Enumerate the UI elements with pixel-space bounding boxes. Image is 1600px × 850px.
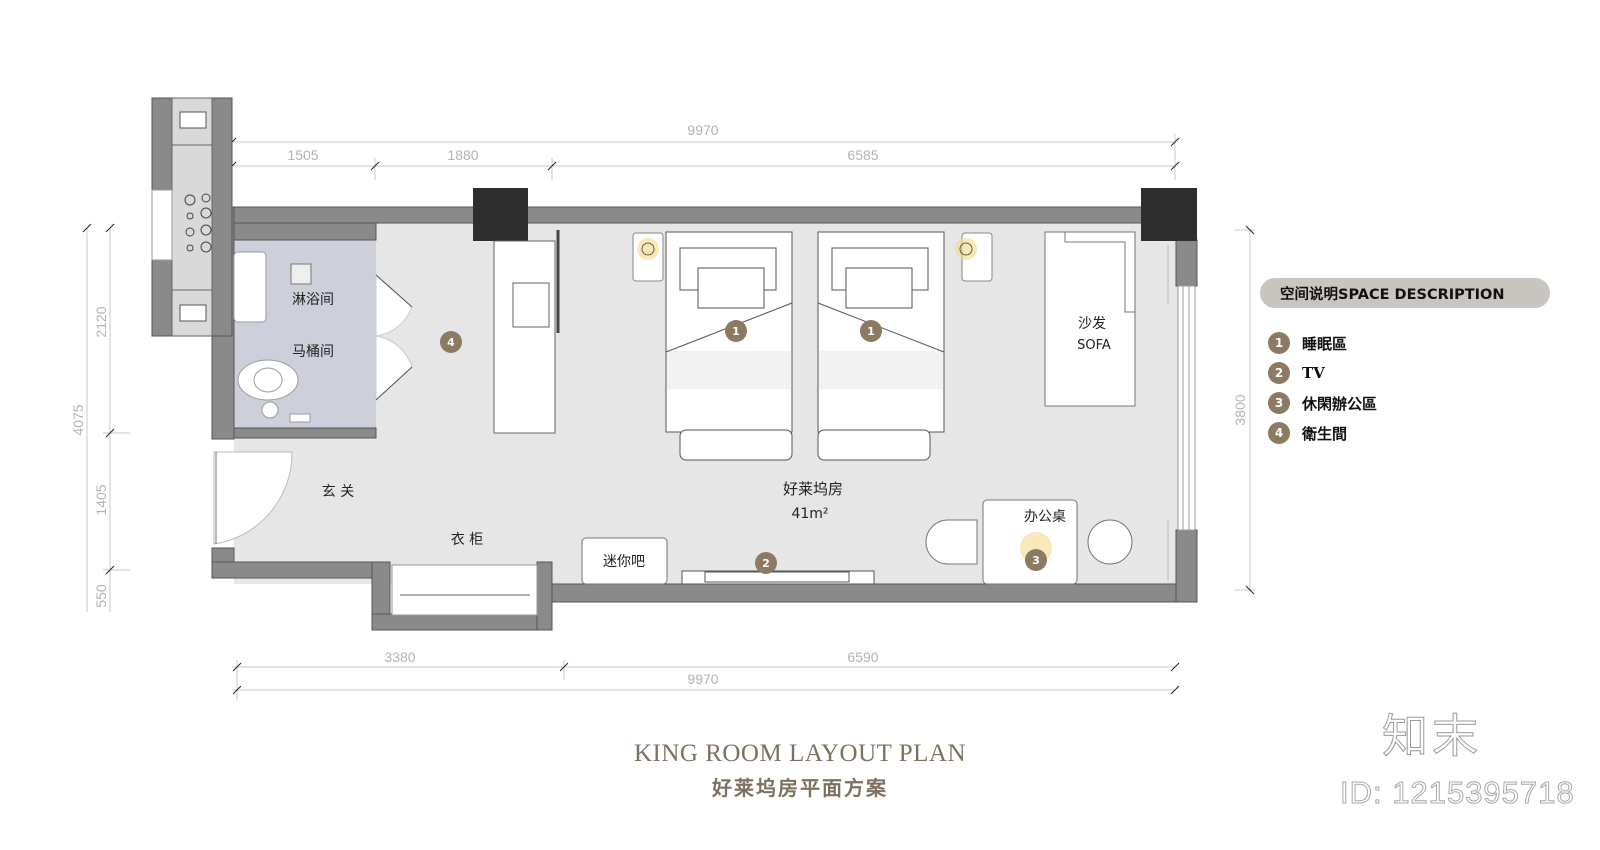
dim-bottom-total: 9970 [687,671,718,687]
right-dimensions [1235,225,1255,595]
dim-top-total: 9970 [687,122,718,138]
right-window [1177,285,1196,531]
label-room-area: 41m² [791,506,828,522]
walls [211,206,1198,631]
top-dimensions [227,134,1180,180]
legend-item-sleep: 1 睡眠區 [1268,328,1560,358]
brand-id: ID: 1215395718 [1340,775,1575,811]
label-sofa-cn: 沙发 [1078,316,1106,332]
svg-text:4: 4 [447,336,455,349]
vanity-counter [493,230,560,434]
label-entry: 玄 关 [322,483,354,500]
legend-badge: 2 [1268,362,1290,384]
label-toilet-room: 马桶间 [292,344,334,360]
legend-list: 1 睡眠區 2 TV 3 休閑辦公區 4 衛生間 [1260,328,1560,448]
nightstands [632,232,993,282]
svg-text:2: 2 [762,557,770,570]
label-sofa-en: SOFA [1077,338,1111,353]
minibar-cabinet [581,537,668,585]
legend-item-tv: 2 TV [1268,358,1560,388]
dim-top-seg-2: 1880 [447,147,478,163]
plan-title-en: KING ROOM LAYOUT PLAN [633,740,967,767]
badge-bathroom: 4 [440,331,462,353]
dim-top-seg-1: 1505 [287,147,318,163]
legend-label: 休閑辦公區 [1302,394,1378,413]
label-shower-room: 淋浴间 [292,292,334,308]
legend-label: 衛生間 [1302,424,1348,443]
legend-item-bathroom: 4 衛生間 [1268,418,1560,448]
legend-item-office: 3 休閑辦公區 [1268,388,1560,418]
wardrobe [391,564,538,616]
svg-text:1: 1 [867,325,875,338]
bed-left [665,231,793,461]
column-left [473,188,528,241]
legend-header: 空间说明SPACE DESCRIPTION [1260,278,1550,308]
dim-right-total: 3800 [1232,394,1248,425]
label-wardrobe: 衣 柜 [451,532,483,548]
dim-left-seg-1: 2120 [93,306,109,337]
brand-logo: 知末 [1382,709,1482,764]
space-description-legend: 空间说明SPACE DESCRIPTION 1 睡眠區 2 TV 3 休閑辦公區… [1260,278,1560,448]
legend-badge: 3 [1268,392,1290,414]
tv-console [681,570,875,585]
service-shaft [151,97,233,337]
plan-title-cn: 好莱坞房平面方案 [712,776,888,800]
bathroom-fixtures [233,251,312,423]
label-minibar: 迷你吧 [603,554,645,570]
legend-label: 睡眠區 [1302,334,1348,353]
dim-bottom-seg-1: 3380 [384,649,415,665]
legend-label: TV [1302,364,1325,382]
bed-right [817,231,945,461]
column-right [1141,188,1197,241]
badge-office: 3 [1025,549,1047,571]
dim-top-seg-3: 6585 [847,147,878,163]
bottom-dimensions [232,660,1180,700]
label-desk: 办公桌 [1024,509,1066,525]
sofa [1044,231,1136,407]
bathroom-doors [375,273,413,402]
label-main-room: 好莱坞房 [783,480,843,498]
badge-tv: 2 [755,552,777,574]
dim-left-total: 4075 [70,404,86,435]
dim-bottom-seg-2: 6590 [847,649,878,665]
dim-left-seg-2: 1405 [93,484,109,515]
svg-text:3: 3 [1032,554,1040,567]
badge-sleep-right: 1 [860,320,882,342]
badge-sleep-left: 1 [725,320,747,342]
entry-door [213,451,293,545]
dim-left-seg-3: 550 [93,584,109,608]
svg-text:1: 1 [732,325,740,338]
left-dimensions [82,223,130,612]
legend-badge: 4 [1268,422,1290,444]
legend-badge: 1 [1268,332,1290,354]
